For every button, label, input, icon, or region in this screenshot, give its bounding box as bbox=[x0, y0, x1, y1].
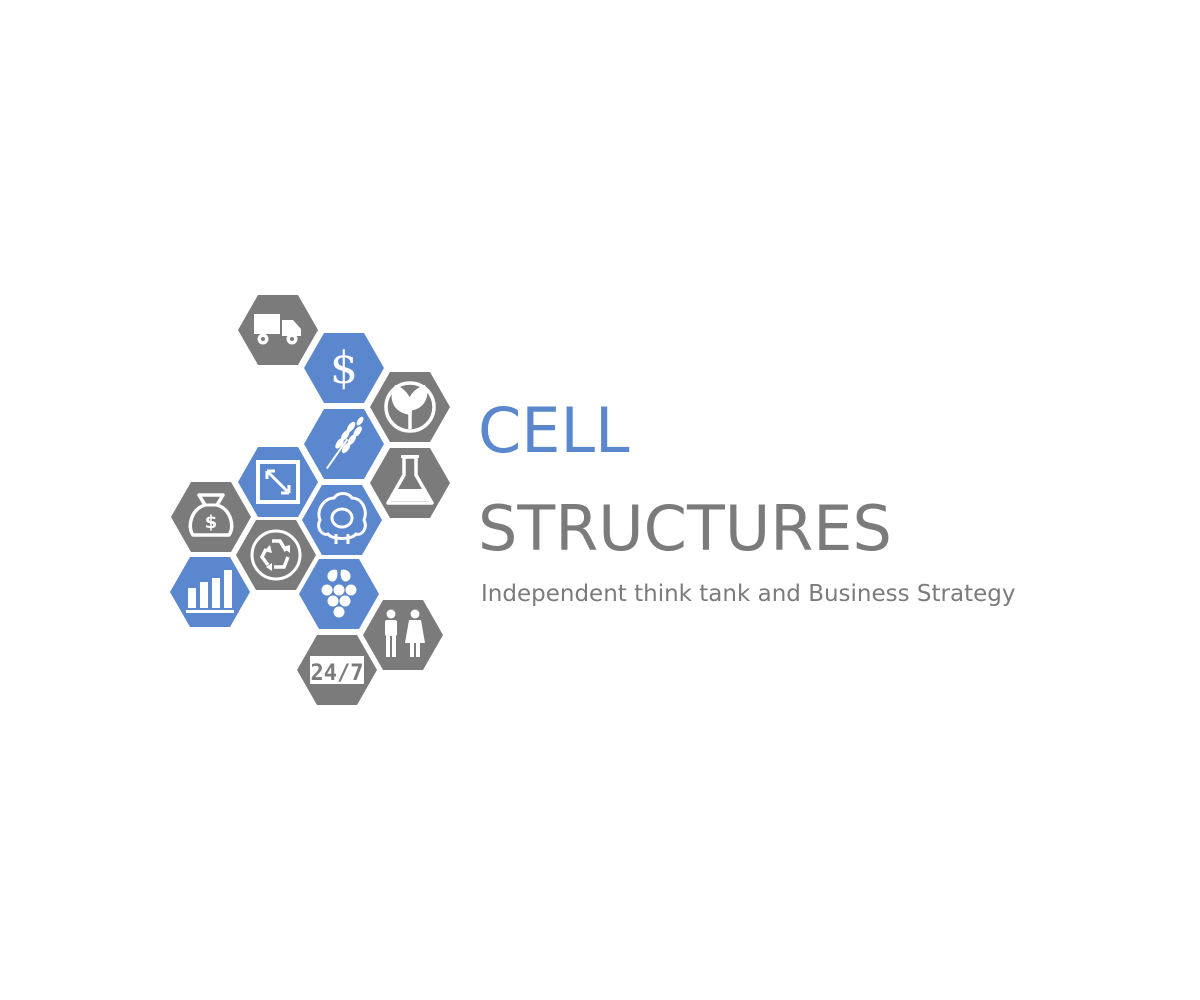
svg-text:$: $ bbox=[205, 512, 218, 533]
grapes-icon bbox=[321, 569, 357, 618]
leaf-circle-icon bbox=[384, 381, 436, 433]
flask-icon bbox=[386, 455, 434, 505]
hex-grapes bbox=[299, 559, 379, 629]
exchange-arrows-icon bbox=[256, 460, 300, 504]
brand-text: CELL STRUCTURES Independent think tank a… bbox=[478, 394, 1015, 608]
dollar-sign-icon: $ bbox=[330, 343, 358, 394]
hex-wheat bbox=[304, 409, 384, 479]
hex-recycle bbox=[236, 520, 316, 590]
svg-text:24/7: 24/7 bbox=[311, 661, 364, 686]
hex-truck bbox=[238, 295, 318, 365]
money-bag-icon: $ bbox=[188, 493, 234, 537]
hex-dollar: $ bbox=[304, 333, 384, 403]
people-icon bbox=[385, 609, 425, 657]
bar-chart-icon bbox=[186, 570, 234, 613]
wheat-icon bbox=[325, 416, 364, 470]
hex-leaf bbox=[370, 372, 450, 442]
hex-people bbox=[363, 600, 443, 670]
twenty-four-seven-icon: 24/7 bbox=[310, 656, 364, 686]
hex-barchart bbox=[170, 557, 250, 627]
hex-exchange bbox=[238, 447, 318, 517]
hex-flask bbox=[370, 448, 450, 518]
hex-247: 24/7 bbox=[297, 635, 377, 705]
sheep-icon bbox=[317, 492, 367, 544]
recycle-icon bbox=[250, 529, 302, 581]
hex-sheep bbox=[302, 485, 382, 555]
hex-moneybag: $ bbox=[171, 482, 251, 552]
brand-tagline: Independent think tank and Business Stra… bbox=[481, 581, 1016, 607]
brand-title-cell: CELL bbox=[478, 394, 630, 467]
brand-title-structures: STRUCTURES bbox=[478, 492, 892, 565]
